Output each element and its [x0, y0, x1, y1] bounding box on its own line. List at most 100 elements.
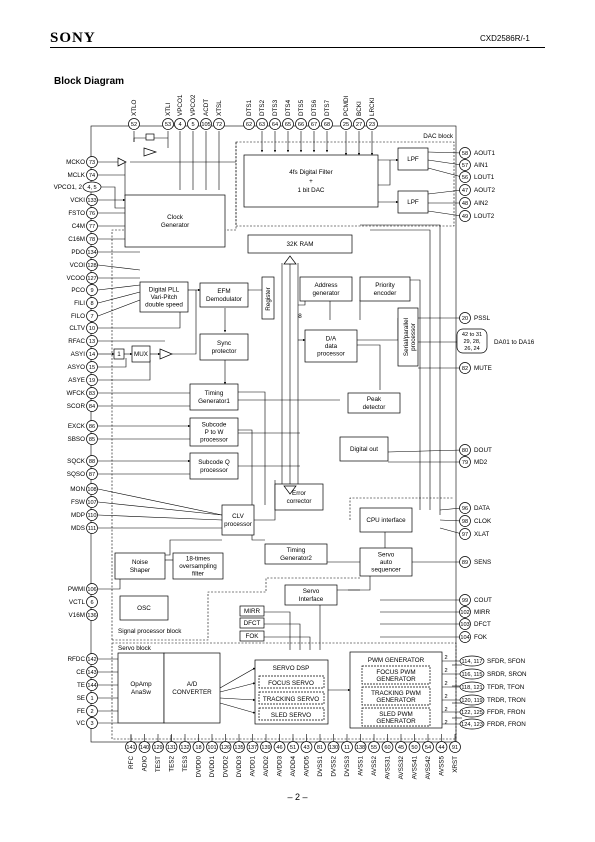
left-pin-label-20: EXCK	[68, 423, 86, 430]
right-pin-label-18: FOK	[474, 634, 488, 641]
bottom-pin-label-7: DVDD2	[223, 756, 230, 778]
left-pin-25-number: 107	[87, 500, 96, 506]
left-pin-label-23: SQSO	[67, 471, 85, 478]
register	[261, 276, 275, 320]
efm-demodulator-label: EFM	[217, 288, 230, 295]
left-pin-label-18: WFCK	[66, 390, 85, 397]
bottom-pin-label-0: RFC	[128, 756, 135, 769]
left-pin-label-4: FSTO	[68, 210, 85, 217]
left-pin-17	[86, 374, 98, 386]
wire	[254, 480, 276, 521]
right-pin-label-15: COUT	[474, 597, 492, 604]
oversampling-filter-label: 18-times	[186, 556, 210, 563]
wire	[97, 501, 223, 516]
right-pin-label-20: SRDR, SRON	[487, 671, 527, 678]
sled-pwm-label-1: SLED PWM	[379, 711, 413, 718]
error-corrector-label: corrector	[287, 498, 312, 505]
bottom-pin-label-13: AVDD5	[304, 756, 311, 777]
bottom-pin-18-number: 55	[371, 745, 377, 751]
wire	[219, 667, 256, 689]
bus-arrow-bottom	[283, 485, 297, 495]
left-pin-label-22: SQCK	[67, 458, 86, 465]
ad-converter	[163, 652, 221, 724]
top-pin-dts1-number: 62	[246, 122, 252, 128]
top-pin-xtsl-number: 72	[216, 122, 222, 128]
right-pin-6	[459, 312, 471, 324]
left-pin-label-25: FSW	[71, 499, 85, 506]
right-pin-label-8: MUTE	[474, 365, 492, 372]
bottom-pin-label-4: TES3	[182, 756, 189, 772]
bus-two-label-0: 2	[444, 655, 447, 661]
left-pin-label-15: ASYI	[71, 351, 86, 358]
left-pin-12-number: 7	[90, 314, 93, 320]
bottom-pin-8	[233, 741, 245, 753]
left-pin-6	[86, 233, 98, 245]
error-corrector-label: Error	[292, 490, 306, 497]
left-pin-30	[86, 609, 98, 621]
left-pin-24	[86, 483, 98, 495]
right-pin-label-17: DFCT	[474, 621, 491, 628]
sled-servo	[258, 707, 325, 721]
bottom-pin-5-number: 18	[195, 745, 201, 751]
servo-interface	[284, 584, 338, 606]
right-pin-3	[459, 184, 471, 196]
left-pin-30-number: 136	[87, 613, 96, 619]
left-pin-36-number: 3	[90, 721, 93, 727]
right-pin-number-7-1: 29, 28,	[463, 339, 481, 345]
left-pin-34	[86, 692, 98, 704]
header-rule	[50, 47, 545, 48]
wire	[377, 160, 391, 186]
divider-one	[113, 348, 125, 360]
right-pin-3-number: 47	[462, 188, 468, 194]
bottom-pin-6-number: 101	[207, 745, 216, 751]
bottom-pin-1-number: 140	[140, 745, 149, 751]
left-pin-3	[86, 194, 98, 206]
left-pin-16	[86, 361, 98, 373]
servo-block-label: Servo block	[118, 645, 152, 652]
top-pin-dts7-number: 68	[324, 122, 330, 128]
left-pin-13	[86, 322, 98, 334]
right-pin-label-1: AIN1	[474, 162, 488, 169]
top-pin-xtli-number: 53	[165, 122, 171, 128]
top-pin-dts3-number: 64	[272, 122, 278, 128]
brand-logo: SONY	[50, 30, 96, 46]
top-pin-dts4-number: 65	[285, 122, 291, 128]
da-data-processor-label: data	[325, 343, 338, 350]
top-pin-dts5-number: 66	[298, 122, 304, 128]
left-pin-16-number: 15	[89, 365, 95, 371]
servo-dsp-label: SERVO DSP	[273, 665, 310, 672]
wire	[98, 308, 181, 329]
oversampling-filter-label: filter	[192, 571, 204, 578]
bottom-pin-label-20: AVSS32	[398, 756, 405, 780]
left-pin-label-36: VC	[76, 720, 85, 727]
left-pin-12	[86, 310, 98, 322]
right-pin-15-number: 99	[462, 598, 468, 604]
top-pin-label-dts1: DTS1	[246, 99, 253, 116]
right-pin-11	[459, 502, 471, 514]
clv-processor-label: CLV	[232, 513, 245, 520]
noise-shaper-label: Shaper	[130, 567, 150, 574]
wire	[97, 264, 141, 271]
left-pin-21	[86, 433, 98, 445]
page-number: – 2 –	[287, 792, 308, 802]
right-pin-label-14: SENS	[474, 559, 491, 566]
bottom-pin-label-15: DVSS2	[331, 756, 338, 777]
bottom-pin-23-number: 44	[438, 745, 444, 751]
right-pin-14-number: 89	[462, 560, 468, 566]
bottom-pin-5	[192, 741, 205, 753]
left-pin-label-33: TE	[77, 682, 85, 689]
servo-interface-label: Interface	[299, 596, 324, 603]
bottom-pin-19	[381, 741, 394, 753]
wire	[98, 360, 151, 381]
left-pin-9-number: 127	[87, 276, 96, 282]
right-pin-8	[459, 362, 471, 374]
left-pin-label-34: SE	[77, 695, 85, 702]
priority-encoder-label: encoder	[374, 290, 397, 297]
wire	[427, 167, 463, 178]
lpf-2-label: LPF	[407, 199, 419, 206]
bottom-pin-20-number: 45	[398, 745, 404, 751]
left-pin-33	[86, 679, 98, 691]
pwm-generator-label: PWM GENERATOR	[368, 657, 425, 664]
left-pin-28-number: 106	[87, 587, 96, 593]
bottom-pin-label-19: AVSS31	[385, 756, 392, 780]
